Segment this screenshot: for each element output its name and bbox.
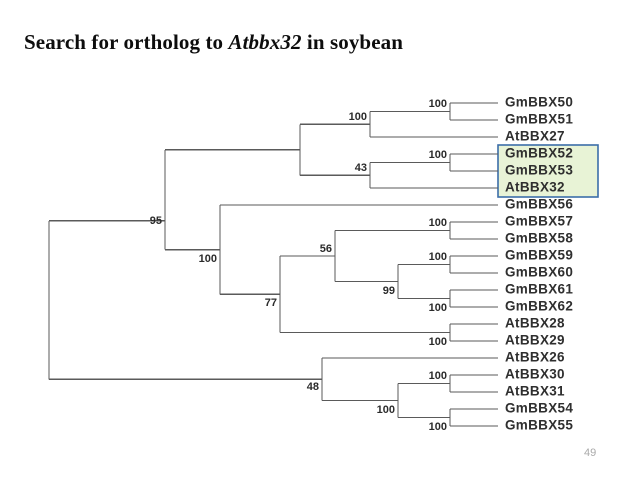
leaf-label-layer: GmBBX50GmBBX51AtBBX27GmBBX52GmBBX53AtBBX… <box>505 95 573 433</box>
bootstrap-value: 100 <box>429 149 447 161</box>
tree-leaf-label: GmBBX59 <box>505 248 573 263</box>
branch-layer <box>48 102 498 427</box>
bootstrap-value: 100 <box>429 98 447 110</box>
tree-leaf-label: AtBBX28 <box>505 316 565 331</box>
tree-leaf-label: GmBBX57 <box>505 214 573 229</box>
tree-canvas: 100 100 100 43 100 100 100 99 56 100 77 100 95 100 100… <box>48 95 599 433</box>
tree-leaf-label: AtBBX26 <box>505 350 565 365</box>
tree-leaf-label: GmBBX62 <box>505 299 573 314</box>
tree-leaf-label: GmBBX61 <box>505 282 573 297</box>
bootstrap-value: 99 <box>383 285 395 297</box>
tree-leaf-label: AtBBX27 <box>505 129 565 144</box>
phylogenetic-tree-figure: 100 100 100 43 100 100 100 99 56 100 77 100 95 100 100… <box>0 70 638 440</box>
title-gene-name: Atbbx32 <box>228 30 302 54</box>
tree-leaf-label: AtBBX32 <box>505 180 565 195</box>
bootstrap-value: 43 <box>355 162 367 174</box>
slide-page-number: 49 <box>584 447 597 459</box>
bootstrap-value: 48 <box>307 381 319 393</box>
bootstrap-value: 100 <box>429 421 447 433</box>
tree-leaf-label: GmBBX54 <box>505 401 573 416</box>
bootstrap-value: 100 <box>429 251 447 263</box>
tree-leaf-label: GmBBX56 <box>505 197 573 212</box>
bootstrap-value: 100 <box>377 404 395 416</box>
tree-leaf-label: GmBBX55 <box>505 418 573 433</box>
bootstrap-value: 100 <box>429 370 447 382</box>
tree-leaf-label: GmBBX50 <box>505 95 573 110</box>
highlight-layer <box>497 144 599 198</box>
bootstrap-value: 95 <box>150 215 162 227</box>
page-title: Search for ortholog to Atbbx32 in soybea… <box>24 30 403 55</box>
tree-leaf-label: GmBBX60 <box>505 265 573 280</box>
bootstrap-value: 100 <box>429 336 447 348</box>
tree-leaf-label: AtBBX29 <box>505 333 565 348</box>
tree-leaf-label: GmBBX52 <box>505 146 573 161</box>
title-suffix-text: in soybean <box>301 30 404 54</box>
bootstrap-label-layer: 100 100 100 43 100 100 100 99 56 100 77 100 95 100 100… <box>150 98 447 433</box>
ortholog-highlight-box <box>497 144 599 198</box>
tree-leaf-label: GmBBX51 <box>505 112 573 127</box>
tree-leaf-label: AtBBX30 <box>505 367 565 382</box>
bootstrap-value: 56 <box>320 243 332 255</box>
bootstrap-value: 100 <box>429 302 447 314</box>
bootstrap-value: 77 <box>265 297 277 309</box>
title-prefix-text: Search for ortholog to <box>24 30 229 54</box>
bootstrap-value: 100 <box>199 253 217 265</box>
tree-leaf-label: AtBBX31 <box>505 384 565 399</box>
tree-leaf-label: GmBBX53 <box>505 163 573 178</box>
bootstrap-value: 100 <box>349 111 367 123</box>
tree-leaf-label: GmBBX58 <box>505 231 573 246</box>
bootstrap-value: 100 <box>429 217 447 229</box>
